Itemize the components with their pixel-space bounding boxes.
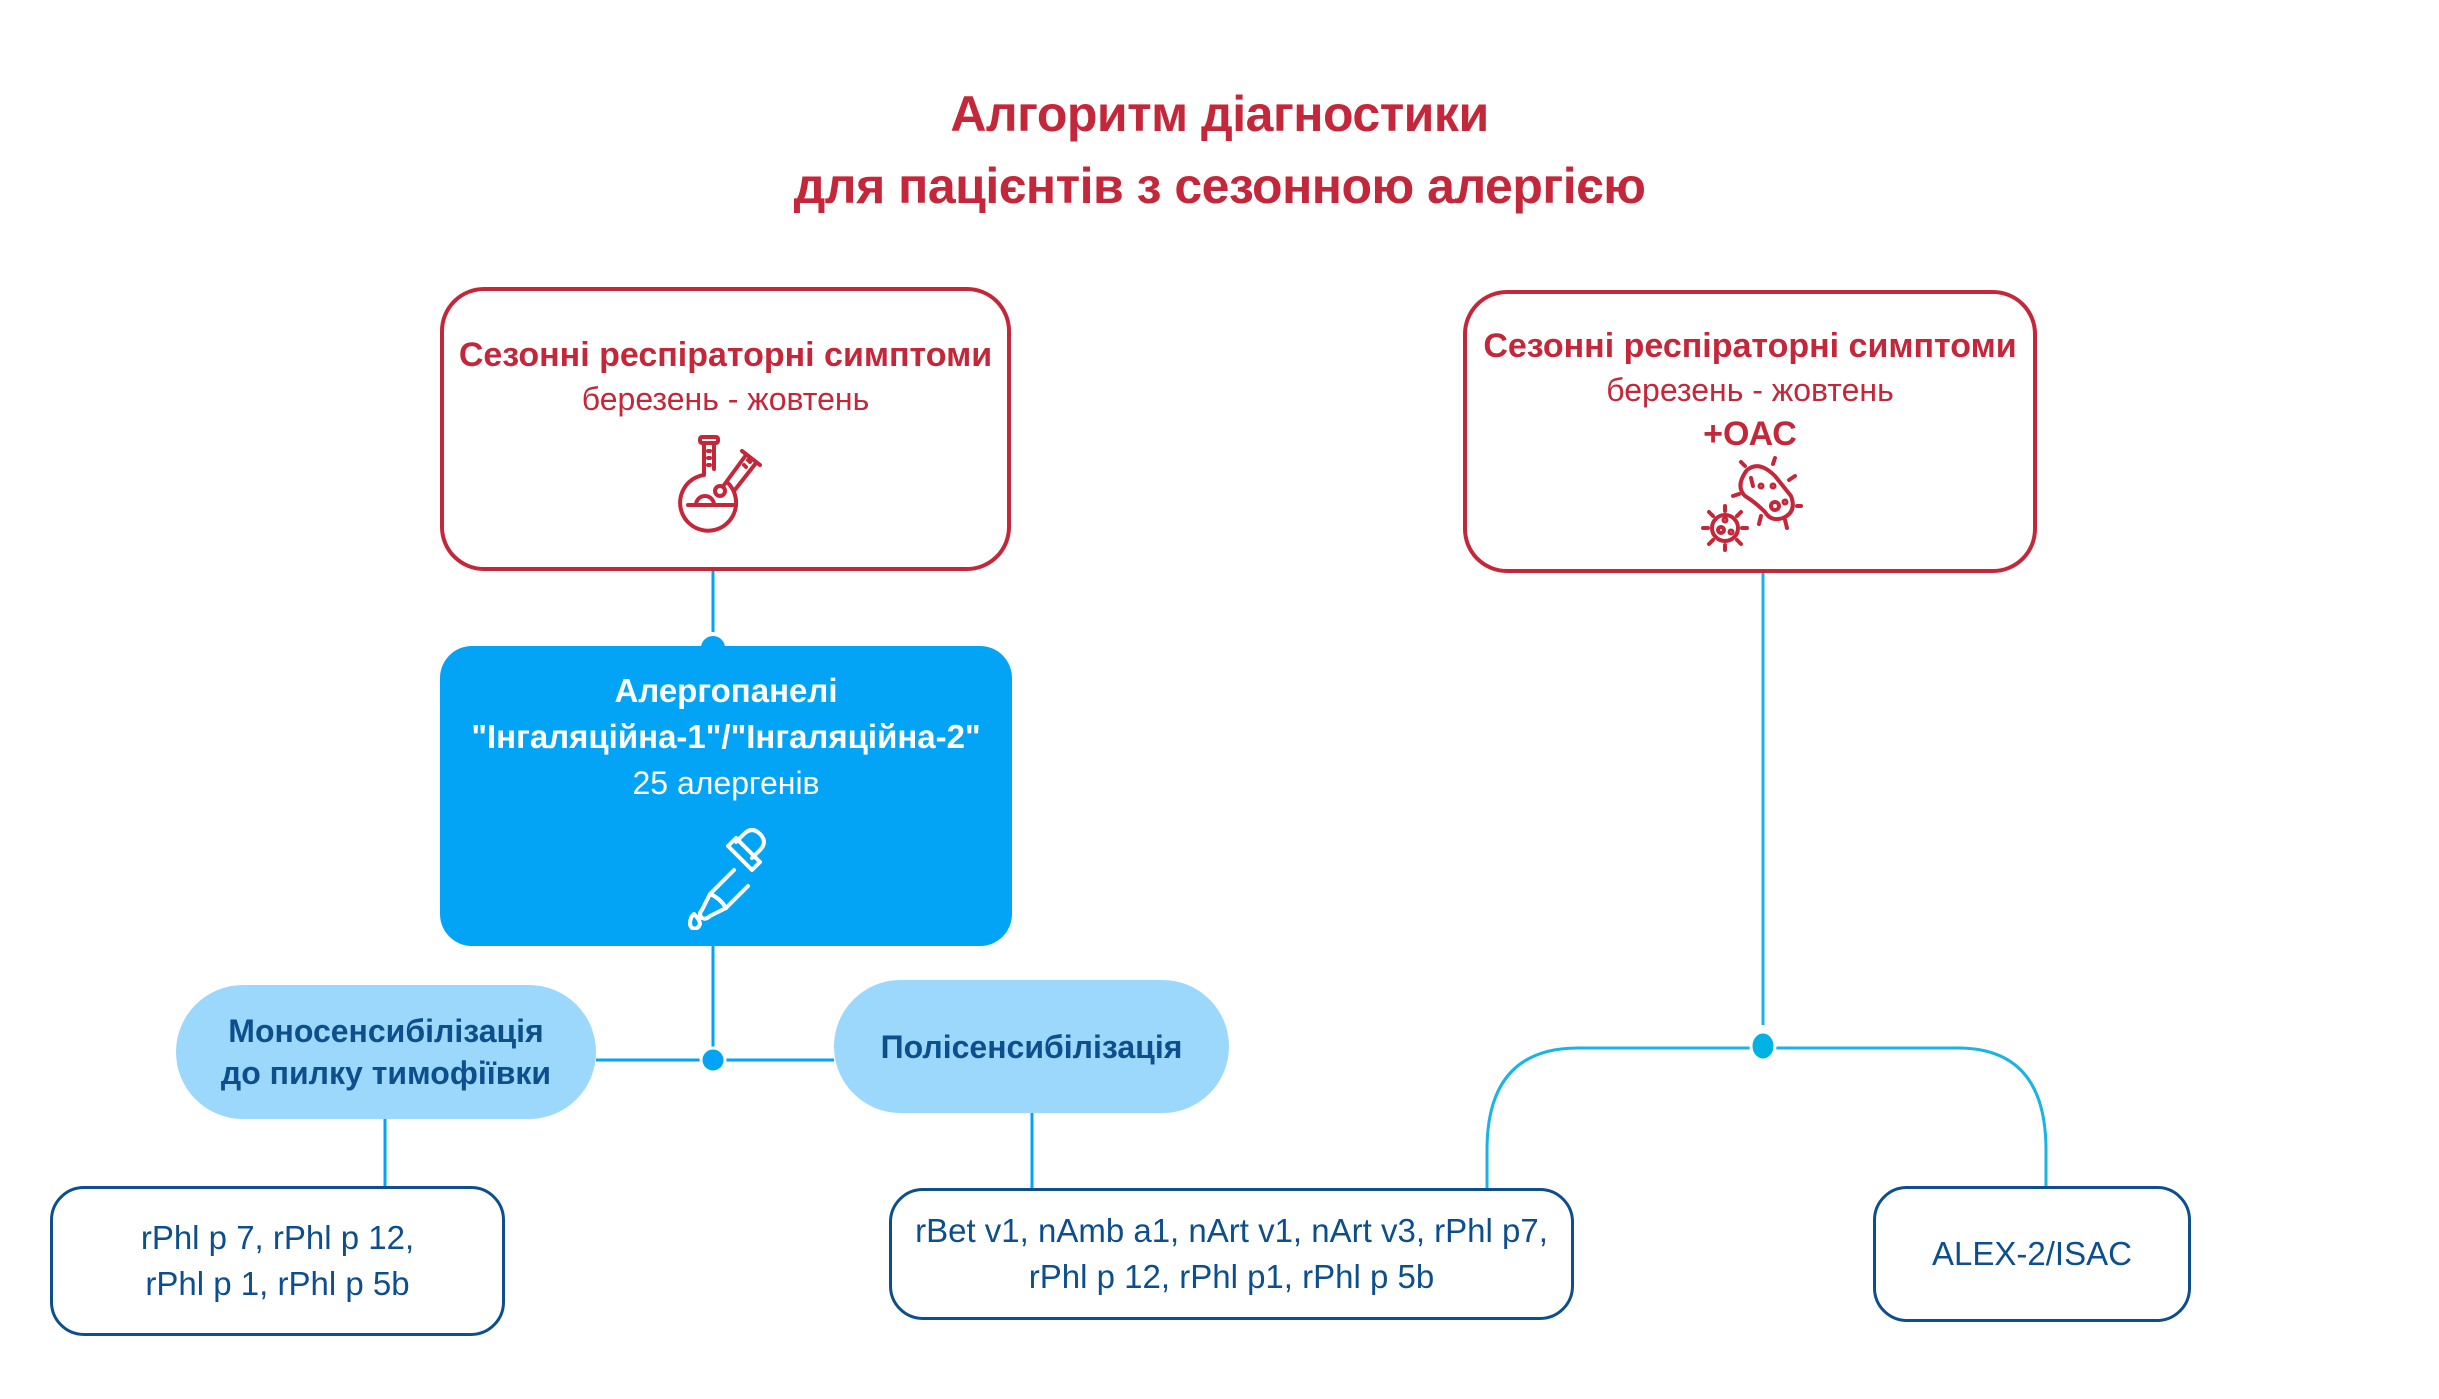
panel-allergen-count: 25 алергенів bbox=[632, 765, 820, 801]
mono-result-box: rPhl p 7, rPhl p 12, rPhl p 1, rPhl p 5b bbox=[50, 1186, 505, 1336]
page-title: Алгоритм діагностики для пацієнтів з сез… bbox=[0, 78, 2439, 222]
bacteria-virus-icon bbox=[1701, 456, 1803, 552]
connector-right-branch-left bbox=[1485, 1046, 1763, 1188]
connector-right-branch-right bbox=[1763, 1046, 2048, 1186]
mono-result-line-2: rPhl p 1, rPhl p 5b bbox=[145, 1265, 410, 1302]
right-symptoms-heading: Сезонні респіраторні симптоми bbox=[1483, 327, 2017, 365]
mono-line-2: до пилку тимофіївки bbox=[220, 1055, 552, 1091]
alex-result-box: ALEX-2/ISAC bbox=[1873, 1186, 2191, 1322]
title-line-1: Алгоритм діагностики bbox=[950, 86, 1489, 142]
right-symptoms-box: Сезонні респіраторні симптоми березень -… bbox=[1463, 290, 2037, 573]
mono-sensitization-node: Моносенсибілізація до пилку тимофіївки bbox=[176, 985, 596, 1119]
poly-result-box: rBet v1, nAmb a1, nArt v1, nArt v3, rPhl… bbox=[889, 1188, 1574, 1320]
right-symptoms-extra: +ОАС bbox=[1703, 415, 1797, 453]
mono-line-1: Моносенсибілізація bbox=[228, 1013, 544, 1049]
panel-heading: Алергопанелі bbox=[614, 672, 838, 709]
left-symptoms-heading: Сезонні респіраторні симптоми bbox=[458, 336, 993, 374]
lab-flask-icon bbox=[677, 435, 762, 533]
poly-result-line-2: rPhl p 12, rPhl p1, rPhl p 5b bbox=[1028, 1258, 1435, 1295]
right-symptoms-period: березень - жовтень bbox=[1606, 372, 1894, 408]
alex-result-label: ALEX-2/ISAC bbox=[1932, 1235, 2132, 1272]
right-junction-dot bbox=[1749, 1030, 1777, 1062]
pipette-dropper-icon bbox=[688, 828, 766, 930]
poly-sensitization-node: Полісенсибілізація bbox=[834, 980, 1229, 1113]
left-symptoms-box: Сезонні респіраторні симптоми березень -… bbox=[440, 287, 1011, 571]
poly-label: Полісенсибілізація bbox=[880, 1028, 1183, 1065]
split-junction-dot bbox=[699, 1046, 727, 1074]
allergy-panel-box: Алергопанелі "Інгаляційна-1"/"Інгаляційн… bbox=[440, 646, 1012, 946]
title-line-2: для пацієнтів з сезонною алергією bbox=[793, 158, 1646, 214]
mono-result-line-1: rPhl p 7, rPhl p 12, bbox=[140, 1219, 415, 1256]
poly-result-line-1: rBet v1, nAmb a1, nArt v1, nArt v3, rPhl… bbox=[915, 1212, 1548, 1249]
left-symptoms-period: березень - жовтень bbox=[581, 381, 870, 417]
panel-names: "Інгаляційна-1"/"Інгаляційна-2" bbox=[471, 718, 981, 755]
